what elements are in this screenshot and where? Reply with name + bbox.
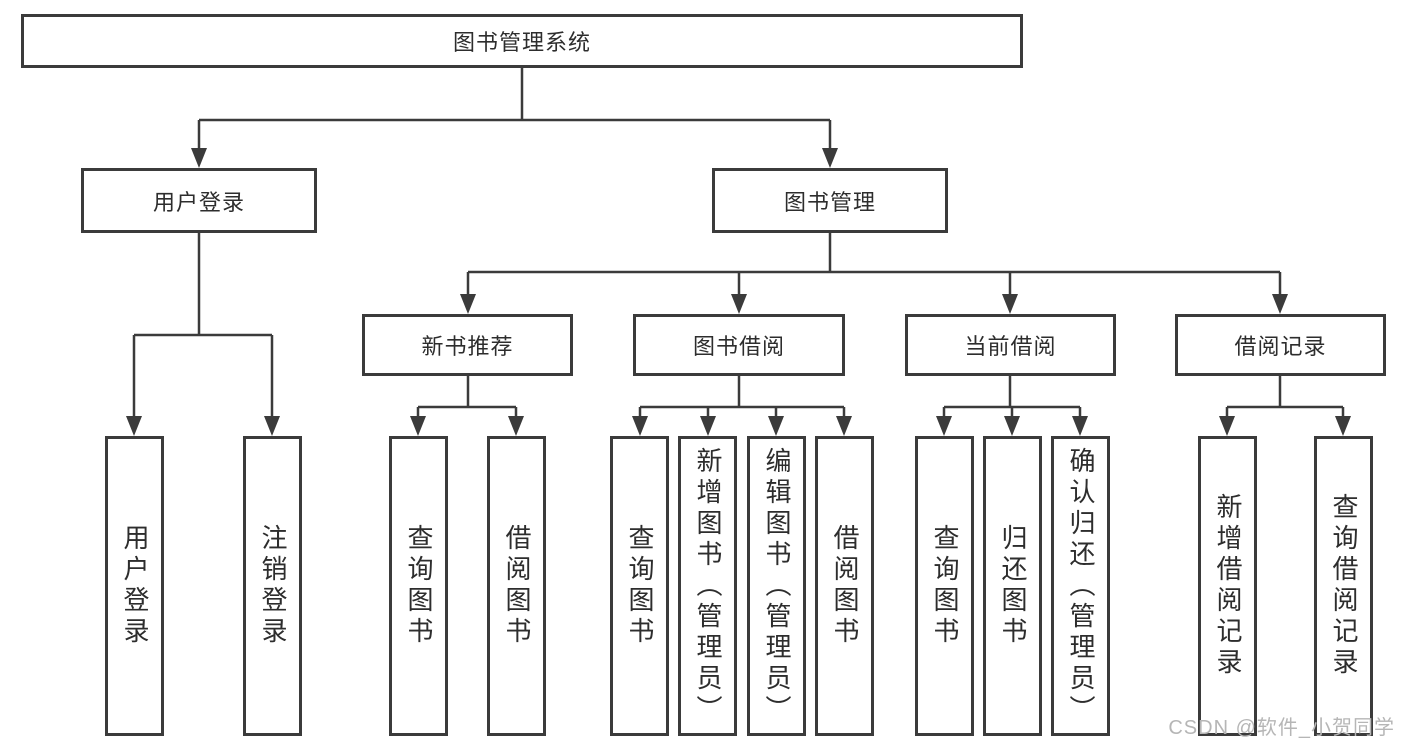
node-root: 图书管理系统 xyxy=(21,14,1023,68)
leaf-query-borrow-record: 查询借阅记录 xyxy=(1314,436,1373,736)
node-current-borrowing: 当前借阅 xyxy=(905,314,1116,376)
watermark: CSDN @软件_小贺同学 xyxy=(1168,717,1395,739)
node-user-login: 用户登录 xyxy=(81,168,317,233)
leaf-borrow-books-1: 借阅图书 xyxy=(487,436,546,736)
leaf-edit-book-admin: 编辑图书（管理员） xyxy=(747,436,806,736)
leaf-add-borrow-record: 新增借阅记录 xyxy=(1198,436,1257,736)
leaf-query-books-1: 查询图书 xyxy=(389,436,448,736)
leaf-query-books-3: 查询图书 xyxy=(915,436,974,736)
node-new-book-recommend: 新书推荐 xyxy=(362,314,573,376)
leaf-logout: 注销登录 xyxy=(243,436,302,736)
node-book-management: 图书管理 xyxy=(712,168,948,233)
leaf-user-login: 用户登录 xyxy=(105,436,164,736)
leaf-borrow-books-2: 借阅图书 xyxy=(815,436,874,736)
leaf-query-books-2: 查询图书 xyxy=(610,436,669,736)
leaf-confirm-return-admin: 确认归还（管理员） xyxy=(1051,436,1110,736)
node-book-borrowing: 图书借阅 xyxy=(633,314,845,376)
node-borrow-records: 借阅记录 xyxy=(1175,314,1386,376)
leaf-return-book: 归还图书 xyxy=(983,436,1042,736)
leaf-add-book-admin: 新增图书（管理员） xyxy=(678,436,737,736)
